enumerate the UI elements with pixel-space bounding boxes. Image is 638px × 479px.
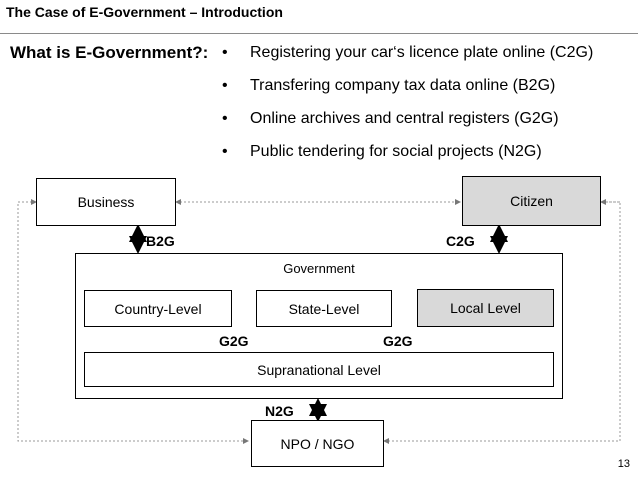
npo-ngo-label: NPO / NGO [280,435,355,452]
title-divider [0,33,638,34]
question-heading: What is E-Government?: [10,43,209,62]
c2g-label: C2G [446,233,475,249]
supranational-level-box: Supranational Level [84,352,554,387]
list-item-text: Public tendering for social projects (N2… [250,143,542,160]
list-item: • Online archives and central registers (… [222,110,593,143]
n2g-label: N2G [265,403,294,419]
local-level-box: Local Level [417,289,554,327]
page-number: 13 [617,458,630,470]
bullet-icon: • [222,110,228,127]
slide-title: The Case of E-Government – Introduction [6,4,283,20]
citizen-label: Citizen [510,193,553,209]
country-level-box: Country-Level [84,290,232,327]
country-level-label: Country-Level [114,300,202,317]
example-list: • Registering your car‘s licence plate on… [222,44,593,176]
list-item-text: Online archives and central registers (G… [250,110,559,127]
list-item-text: Registering your car‘s licence plate onl… [250,44,594,61]
supranational-level-label: Supranational Level [257,361,381,378]
list-item: • Transfering company tax data online (B2… [222,77,593,110]
list-item: • Public tendering for social projects (N… [222,143,593,176]
state-level-label: State-Level [288,300,360,317]
b2g-label: B2G [146,233,175,249]
list-item-text: Transfering company tax data online (B2G… [250,77,556,94]
local-level-label: Local Level [450,300,521,316]
citizen-box: Citizen [462,176,601,226]
g2g-label-left: G2G [219,333,249,349]
bullet-icon: • [222,77,228,94]
g2g-label-right: G2G [383,333,413,349]
bullet-icon: • [222,143,228,160]
state-level-box: State-Level [256,290,392,327]
npo-ngo-box: NPO / NGO [251,420,384,467]
business-label: Business [77,194,135,210]
government-label: Government [283,261,355,276]
list-item: • Registering your car‘s licence plate on… [222,44,593,77]
bullet-icon: • [222,44,228,61]
business-box: Business [36,178,176,226]
